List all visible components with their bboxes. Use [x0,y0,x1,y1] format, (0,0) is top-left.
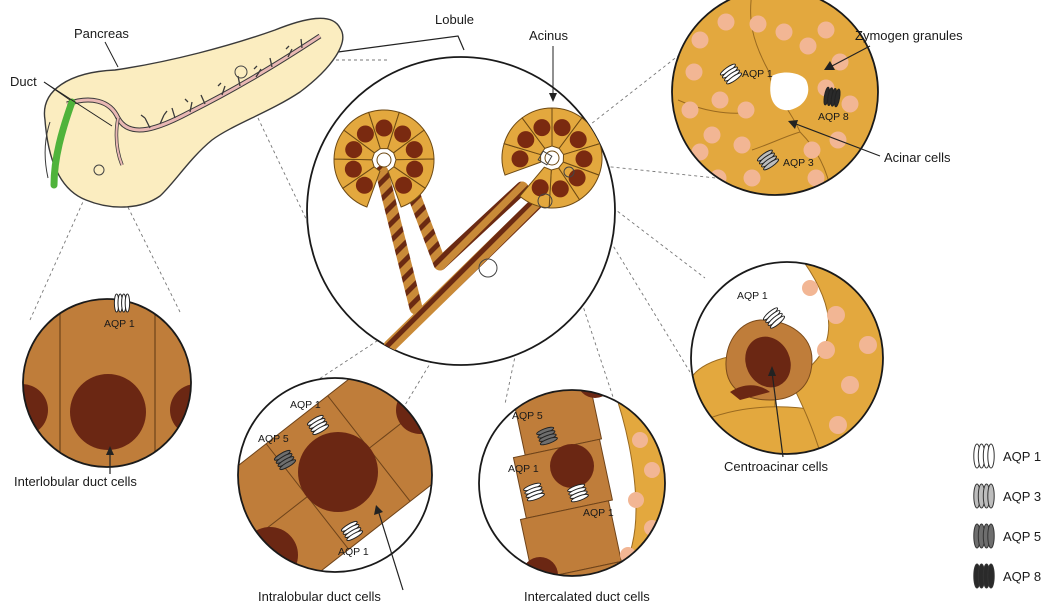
intralobular-duct-view: AQP 1 AQP 5 AQP 1 [207,348,471,595]
zymogen-granule [734,137,751,154]
legend-item: AQP 5 [974,524,1041,548]
acinar-nucleus [517,131,534,148]
interlobular-aqp1-tag: AQP 1 [104,318,135,330]
intercalated-duct-cells-label: Intercalated duct cells [524,589,650,604]
duct-label: Duct [10,74,37,89]
pancreas-label: Pancreas [74,26,129,41]
acinar-nucleus [512,150,529,167]
zymogen-granule [692,32,709,49]
acinar-aqp3-tag: AQP 3 [783,157,814,169]
legend-label: AQP 8 [1003,569,1041,584]
acinar-aqp8-channel-icon [823,87,841,107]
aqp-legend: AQP 1 AQP 3 AQP 5 AQP 8 [974,444,1041,588]
acinar-nucleus [575,150,592,167]
acinar-nucleus [394,125,411,142]
aqp5-channel-icon [974,524,994,548]
centroacinar-aqp1-tag: AQP 1 [737,290,768,302]
acinar-nucleus [552,180,569,197]
aqp3-channel-icon [974,484,994,508]
acinar-nucleus [569,169,586,186]
aqp8-channel-icon [974,564,994,588]
interlobular-duct-view: AQP 1 [0,294,222,470]
acinar-nucleus [356,177,373,194]
zymogen-granule [800,38,817,55]
aqp1-channel-icon [974,444,994,468]
zymogen-granule [718,14,735,31]
legend-item: AQP 1 [974,444,1041,468]
acinar-nucleus [406,141,423,158]
zymogen-granule [842,96,859,113]
acinar-nucleus [345,141,362,158]
acinar-nucleus [533,119,550,136]
acinar-nucleus [357,125,374,142]
lobule-label: Lobule [435,12,474,27]
centroacinar-view: AQP 1 [690,250,890,470]
zymogen-granule [692,144,709,161]
zymogen-granule [738,102,755,119]
intercalated-aqp1-right-tag: AQP 1 [583,507,614,519]
legend-item: AQP 3 [974,484,1041,508]
acinar-nucleus [554,119,571,136]
zymogen-granules-label: Zymogen granules [855,28,963,43]
acinar-nucleus [395,177,412,194]
interlobular-duct-cells-label: Interlobular duct cells [14,474,137,489]
intercalated-label-group: Intercalated duct cells [524,589,650,604]
acinar-aqp1-tag: AQP 1 [742,68,773,80]
acinar-cells-label: Acinar cells [884,150,951,165]
intercalated-aqp1-left-tag: AQP 1 [508,463,539,475]
legend-label: AQP 3 [1003,489,1041,504]
legend-item: AQP 8 [974,564,1041,588]
intralobular-aqp5-tag: AQP 5 [258,433,289,445]
intercalated-duct-view: AQP 5 AQP 1 AQP 1 [479,362,680,608]
acinar-nucleus [570,131,587,148]
pancreas-organ [44,18,342,207]
interlobular-aqp1-channel-icon [114,294,129,312]
zymogen-granule [804,142,821,159]
intralobular-duct-cells-label: Intralobular duct cells [258,589,381,604]
acinus-label: Acinus [529,28,569,43]
zymogen-granule [686,64,703,81]
acinar-cells-view: AQP 1 AQP 8 AQP 3 [672,0,878,196]
intercalated-aqp5-tag: AQP 5 [512,410,543,422]
zymogen-granule [704,127,721,144]
pancreas-label-group: Pancreas [74,26,129,67]
zymogen-granule [744,170,761,187]
acinus-lumen [377,153,391,167]
zymogen-granule [818,22,835,39]
centroacinar-cells-label: Centroacinar cells [724,459,829,474]
lobule-connector-line [338,36,464,52]
legend-label: AQP 5 [1003,529,1041,544]
acinar-nucleus [345,161,362,178]
intralobular-aqp1-top-tag: AQP 1 [290,399,321,411]
intralobular-aqp1-bottom-tag: AQP 1 [338,546,369,558]
legend-label: AQP 1 [1003,449,1041,464]
zymogen-granule [776,24,793,41]
lobule-label-group: Lobule [435,12,474,27]
zymogen-granule [682,102,699,119]
acinar-aqp8-tag: AQP 8 [818,111,849,123]
zymogen-granule [712,92,729,109]
lobule-view [307,57,615,365]
acinar-nucleus [406,161,423,178]
zymogen-granule [750,16,767,33]
acinar-nucleus [376,120,393,137]
